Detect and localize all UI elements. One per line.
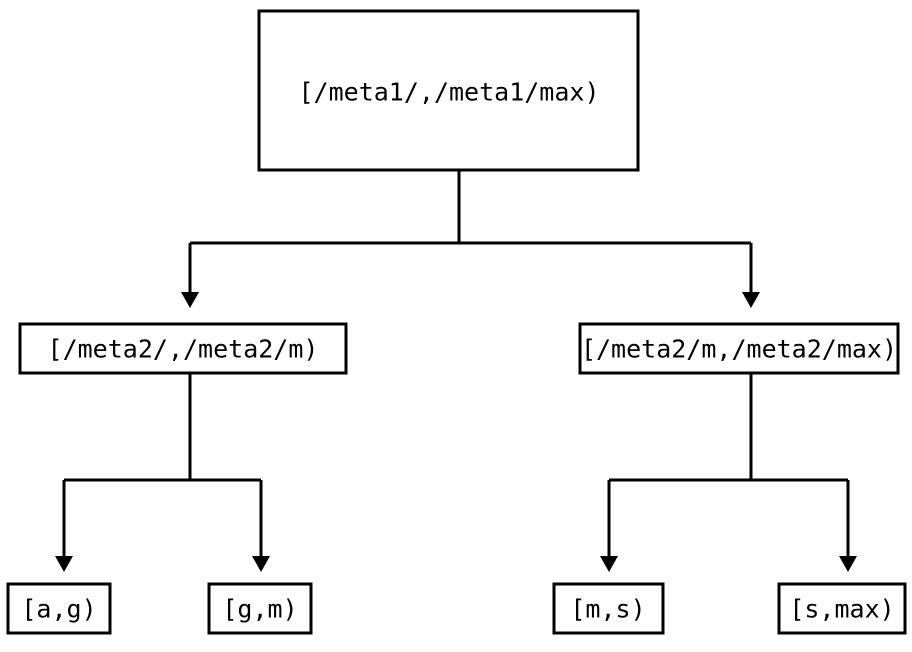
connector-mid-right-to-leaves [600,373,857,572]
node-leaf-s-max[interactable]: [s,max) [777,582,907,635]
node-leaf-g-m-label: [g,m) [222,595,297,624]
arrowhead-mid-left-icon [181,292,199,308]
node-leaf-g-m[interactable]: [g,m) [207,582,313,635]
node-leaf-s-max-box [777,582,907,635]
arrowhead-leaf-g-m-icon [252,556,270,572]
arrowhead-leaf-a-g-icon [55,556,73,572]
node-mid-left-label: [/meta2/,/meta2/m) [48,335,319,364]
arrowhead-leaf-m-s-icon [600,556,618,572]
arrowhead-mid-right-icon [742,292,760,308]
node-leaf-m-s-box [552,582,665,635]
connector-root-to-level2 [181,170,760,308]
node-leaf-g-m-box [207,582,313,635]
node-mid-right-box [578,322,900,375]
node-leaf-a-g-box [6,582,112,635]
node-root-label: [/meta1/,/meta1/max) [298,78,599,107]
node-leaf-m-s[interactable]: [m,s) [552,582,665,635]
node-leaf-a-g-label: [a,g) [21,595,96,624]
node-mid-right-label: [/meta2/m,/meta2/max) [581,335,897,364]
node-leaf-m-s-label: [m,s) [570,595,645,624]
connector-mid-left-to-leaves [55,373,270,572]
arrowhead-leaf-s-max-icon [839,556,857,572]
node-mid-left-box [18,322,348,375]
node-leaf-s-max-label: [s,max) [789,595,894,624]
node-leaf-a-g[interactable]: [a,g) [6,582,112,635]
node-mid-left[interactable]: [/meta2/,/meta2/m) [18,322,348,375]
node-root-box [257,9,640,172]
node-root[interactable]: [/meta1/,/meta1/max) [257,9,640,172]
node-mid-right[interactable]: [/meta2/m,/meta2/max) [578,322,900,375]
